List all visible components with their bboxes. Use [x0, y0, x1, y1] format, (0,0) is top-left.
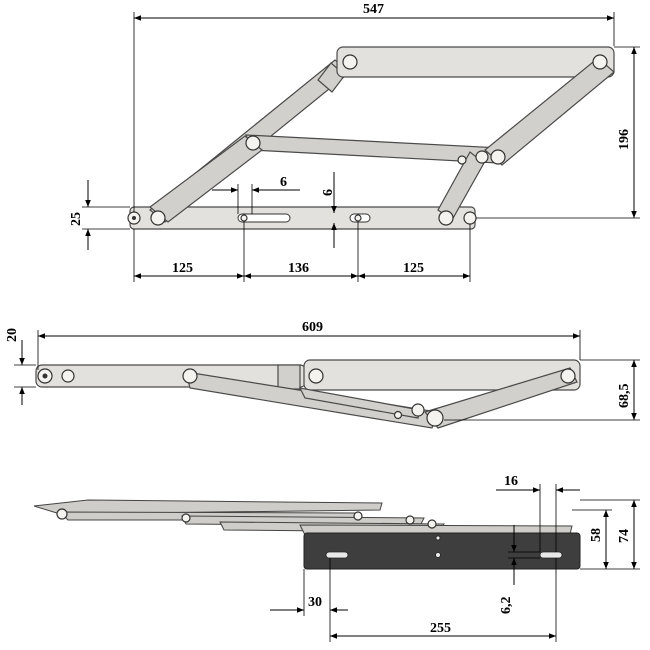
top-base-hole-left — [240, 214, 248, 222]
top-dim-base-height: 25 — [69, 212, 84, 226]
middle-dim-overall-length: 609 — [302, 320, 323, 335]
top-pivot-middle-left — [245, 135, 261, 151]
top-pivot-middle-center — [475, 150, 489, 164]
middle-pivot-center — [182, 368, 198, 384]
top-base-slot-left — [237, 213, 291, 223]
bottom-slot-left — [325, 551, 349, 559]
top-base-hole-right — [354, 214, 362, 222]
bottom-view: 16 58 74 6,2 30 255 — [33, 474, 640, 642]
bottom-dim-hole-spacing: 255 — [430, 621, 451, 636]
middle-pivot-plate-right — [560, 368, 576, 384]
bottom-dark-plate — [303, 532, 581, 570]
middle-right-plate — [303, 359, 581, 391]
bottom-pivot-5 — [427, 519, 437, 529]
bottom-hole-top — [435, 535, 441, 541]
top-upper-plate — [336, 46, 615, 78]
bottom-dim-slot-width: 6,2 — [499, 597, 514, 615]
bottom-dim-slot-spacing: 16 — [504, 474, 518, 489]
bottom-dim-total-height: 74 — [617, 529, 632, 543]
middle-spring-block — [277, 364, 301, 390]
bottom-pivot-3 — [353, 511, 363, 521]
top-pivot-base-right — [438, 210, 454, 226]
top-pivot-plate-right — [592, 54, 608, 70]
middle-link-c — [298, 387, 421, 419]
top-dim-slot-width: 6 — [280, 175, 287, 190]
middle-pivot-lower — [426, 409, 444, 427]
bottom-pivot-4 — [405, 515, 415, 525]
top-pivot-base-left-outer-dot — [132, 216, 136, 220]
bottom-pivot-1 — [56, 508, 68, 520]
middle-pivot-small-b — [411, 403, 425, 417]
middle-pivot-left-2 — [61, 369, 75, 383]
top-dim-left-spacing: 125 — [172, 261, 193, 276]
top-view: 547 196 25 6 6 125 136 125 — [69, 2, 640, 282]
top-pivot-plate-left — [342, 54, 358, 70]
middle-left-bar — [35, 364, 307, 388]
middle-pivot-plate-left — [308, 368, 324, 384]
top-dim-right-spacing: 125 — [403, 261, 424, 276]
bottom-thin-link-a — [33, 499, 383, 515]
top-pivot-base-left — [150, 210, 166, 226]
middle-pivot-small-a — [393, 410, 403, 420]
top-dim-overall-width: 547 — [363, 2, 384, 17]
bottom-slot-right — [539, 551, 563, 559]
bottom-pivot-2 — [181, 513, 191, 523]
bottom-hole-center — [435, 552, 441, 558]
middle-dim-thickness: 20 — [5, 328, 20, 342]
top-pivot-base-right-outer — [463, 211, 477, 225]
middle-dim-folded-height: 68,5 — [617, 384, 632, 409]
bottom-dim-edge-offset: 30 — [308, 595, 322, 610]
top-pivot-middle-right — [490, 149, 506, 165]
top-dim-slot-height: 6 — [321, 189, 336, 196]
top-pivot-small — [457, 155, 467, 165]
top-dim-mid-spacing: 136 — [288, 261, 309, 276]
middle-view: 609 20 68,5 — [5, 320, 640, 429]
bottom-dim-plate-height: 58 — [589, 528, 604, 542]
top-dim-height: 196 — [617, 129, 632, 150]
middle-pivot-end-dot — [42, 373, 48, 379]
